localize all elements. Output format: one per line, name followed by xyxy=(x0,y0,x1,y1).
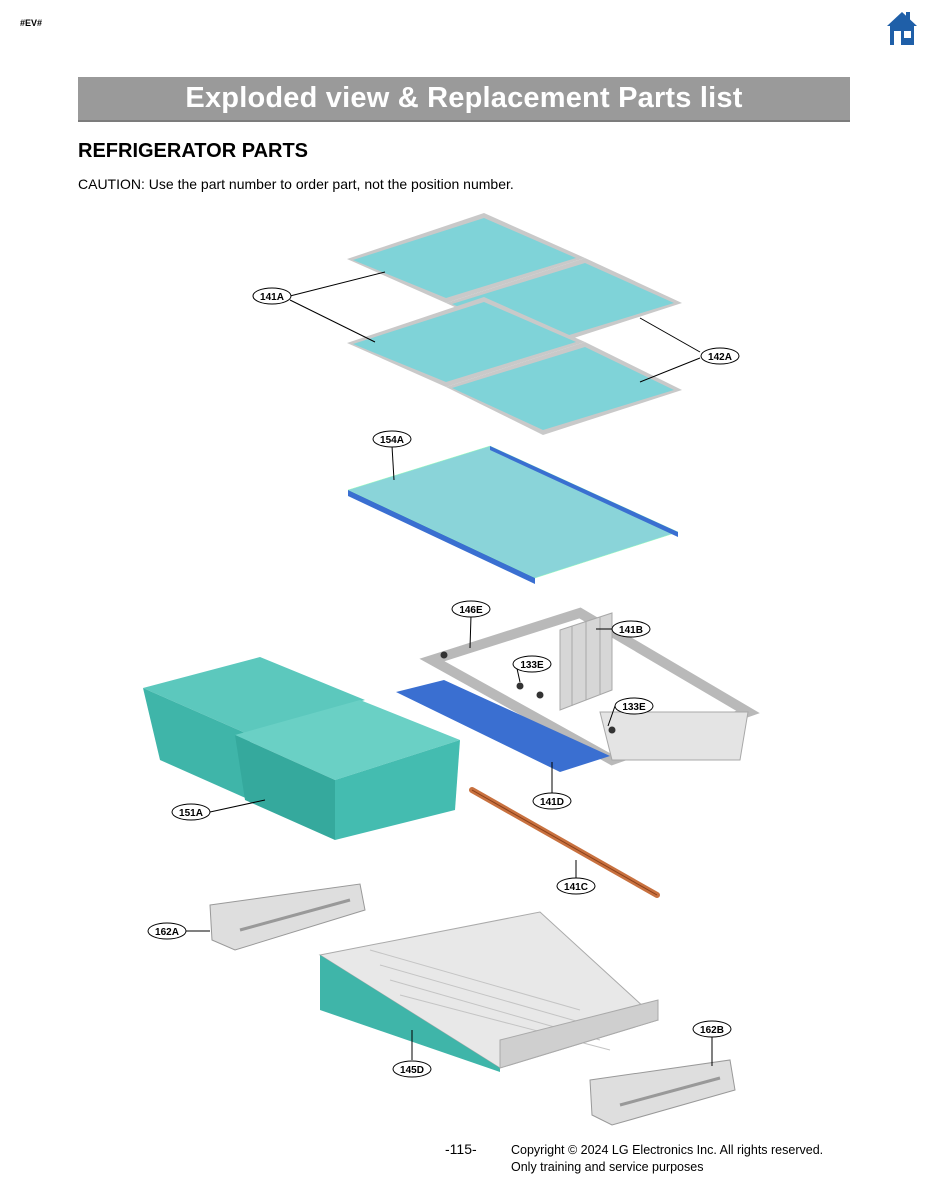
callout-151A: 151A xyxy=(171,803,211,821)
callout-141A: 141A xyxy=(252,287,292,305)
usage-note: Only training and service purposes xyxy=(511,1160,704,1174)
callout-label: 133E xyxy=(520,660,544,671)
callout-label: 154A xyxy=(380,435,404,446)
page-banner: Exploded view & Replacement Parts list xyxy=(78,77,850,122)
callout-142A: 142A xyxy=(700,347,740,365)
callout-154A: 154A xyxy=(372,430,412,448)
callout-141C: 141C xyxy=(556,877,596,895)
callout-133E-lower: 133E xyxy=(614,697,654,715)
pantry-drawer xyxy=(318,911,659,1072)
callout-label: 145D xyxy=(400,1065,424,1076)
callout-141B: 141B xyxy=(611,620,651,638)
callout-146E: 146E xyxy=(451,600,491,618)
callout-label: 146E xyxy=(459,605,483,616)
section-title: REFRIGERATOR PARTS xyxy=(78,140,309,162)
crisper-cover xyxy=(347,445,679,584)
callout-145D: 145D xyxy=(392,1060,432,1078)
callout-label: 141B xyxy=(619,625,643,636)
drawer-frame xyxy=(396,607,760,772)
glass-shelves xyxy=(347,213,682,435)
home-icon[interactable] xyxy=(886,10,918,46)
footer-copyright: Copyright © 2024 LG Electronics Inc. All… xyxy=(511,1142,823,1176)
callout-label: 151A xyxy=(179,808,203,819)
callout-141D: 141D xyxy=(532,792,572,810)
callout-162B: 162B xyxy=(692,1020,732,1038)
callout-label: 162A xyxy=(155,927,179,938)
callout-label: 141D xyxy=(540,797,564,808)
caution-text: CAUTION: Use the part number to order pa… xyxy=(78,176,514,192)
crisper-drawers xyxy=(143,657,460,840)
callout-label: 162B xyxy=(700,1025,724,1036)
exploded-view-diagram: 141A 142A 154A 146E 141B 133E 133E 151A … xyxy=(143,213,760,1126)
callout-label: 141A xyxy=(260,292,284,303)
copyright-line: Copyright © 2024 LG Electronics Inc. All… xyxy=(511,1143,824,1157)
callout-label: 141C xyxy=(564,882,588,893)
banner-title: Exploded view & Replacement Parts list xyxy=(185,82,743,114)
callout-162A: 162A xyxy=(147,922,187,940)
page-number: -115- xyxy=(445,1141,477,1157)
callout-133E-upper: 133E xyxy=(512,655,552,673)
doc-tag: #EV# xyxy=(20,18,43,28)
callout-label: 142A xyxy=(708,352,732,363)
callout-label: 133E xyxy=(622,702,646,713)
rod-part xyxy=(469,787,660,898)
leader-lines xyxy=(186,271,713,1066)
slide-rail-right xyxy=(589,1059,736,1126)
slide-rail-left xyxy=(209,883,366,951)
